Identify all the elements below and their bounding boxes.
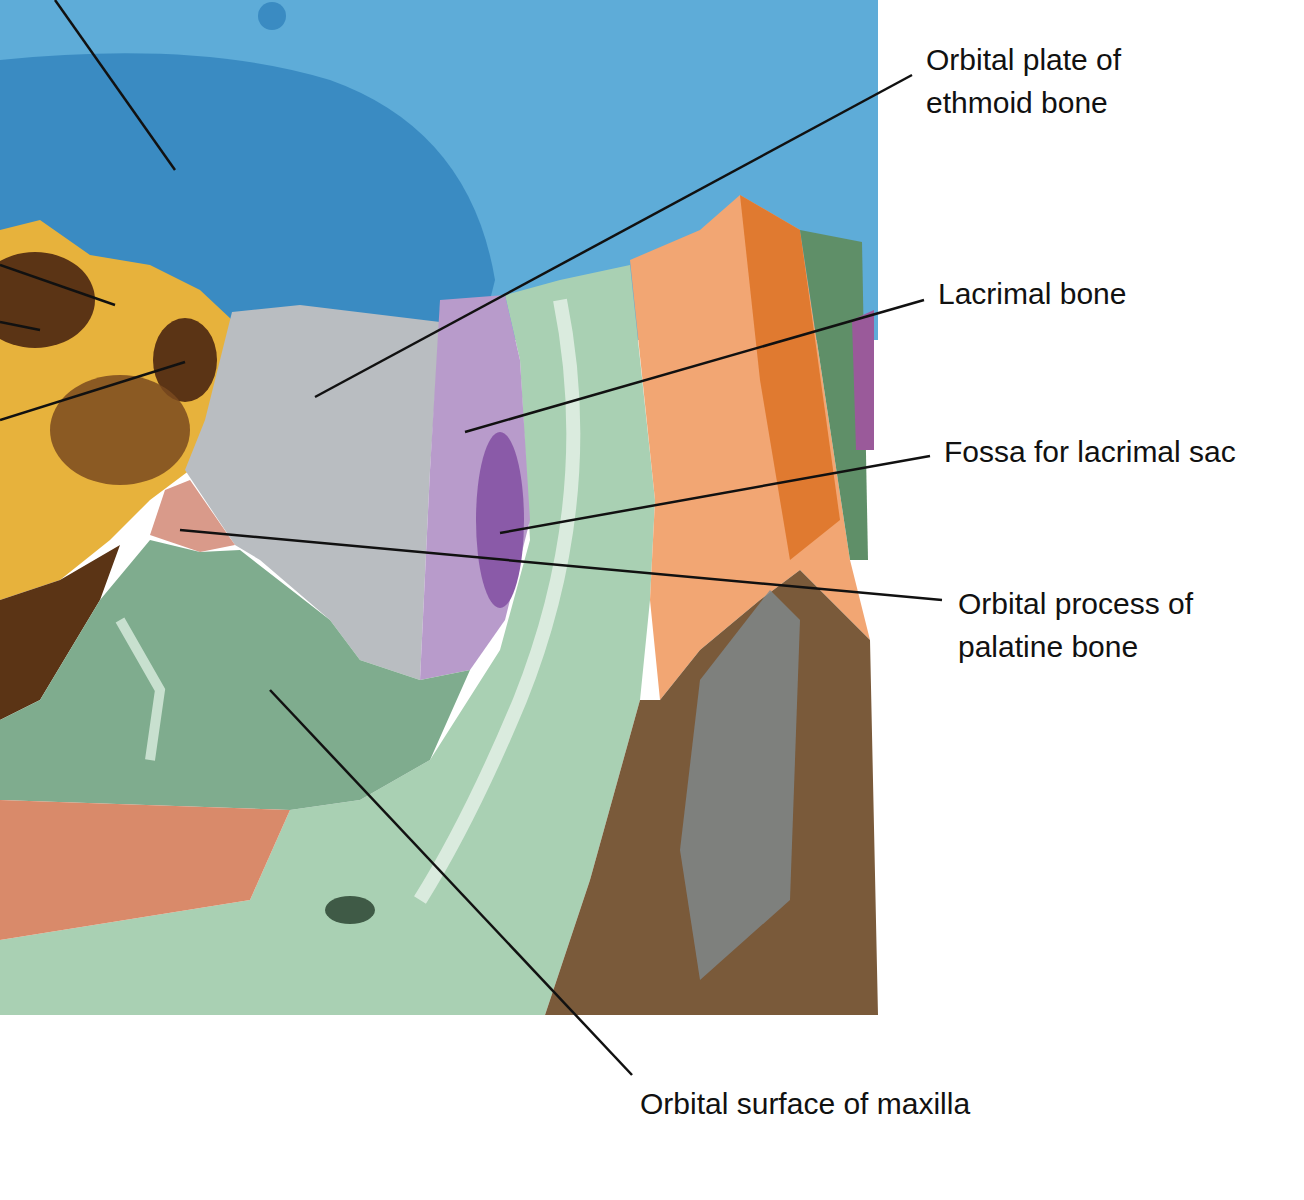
zygomatic-edge bbox=[0, 800, 290, 940]
leader-line bbox=[270, 690, 632, 1075]
fissure-shadow bbox=[50, 375, 190, 485]
lacrimal-fossa bbox=[476, 432, 524, 608]
bone-painting bbox=[0, 0, 878, 1015]
part-label: Lacrimal bone bbox=[938, 272, 1126, 315]
leader-line bbox=[55, 0, 175, 170]
maxilla-orbital-surface bbox=[0, 540, 470, 810]
leader-line bbox=[0, 265, 115, 305]
palatine-process bbox=[150, 480, 235, 552]
leader-line bbox=[0, 362, 185, 420]
leader-line bbox=[500, 456, 930, 533]
part-label: Fossa for lacrimal sac bbox=[944, 430, 1236, 473]
nasal-septum bbox=[680, 590, 800, 980]
lacrimal-edge bbox=[852, 310, 874, 450]
optic-canal bbox=[0, 252, 95, 348]
infraorbital-groove bbox=[120, 620, 160, 760]
leader-lines bbox=[0, 0, 942, 1075]
lacrimal-bone bbox=[420, 295, 530, 680]
leader-line bbox=[465, 300, 924, 432]
leader-line bbox=[0, 322, 40, 330]
part-label: Orbital process of palatine bone bbox=[958, 582, 1228, 668]
roof-notch bbox=[258, 2, 286, 30]
maxilla-frontal-process bbox=[0, 265, 655, 1015]
leader-line bbox=[180, 530, 942, 600]
nasal-cavity bbox=[545, 570, 878, 1015]
leader-line bbox=[315, 75, 912, 397]
part-label: Orbital plate of ethmoid bone bbox=[926, 38, 1186, 124]
infraorbital-foramen bbox=[325, 896, 375, 924]
part-label: Orbital surface of maxilla bbox=[640, 1082, 970, 1125]
